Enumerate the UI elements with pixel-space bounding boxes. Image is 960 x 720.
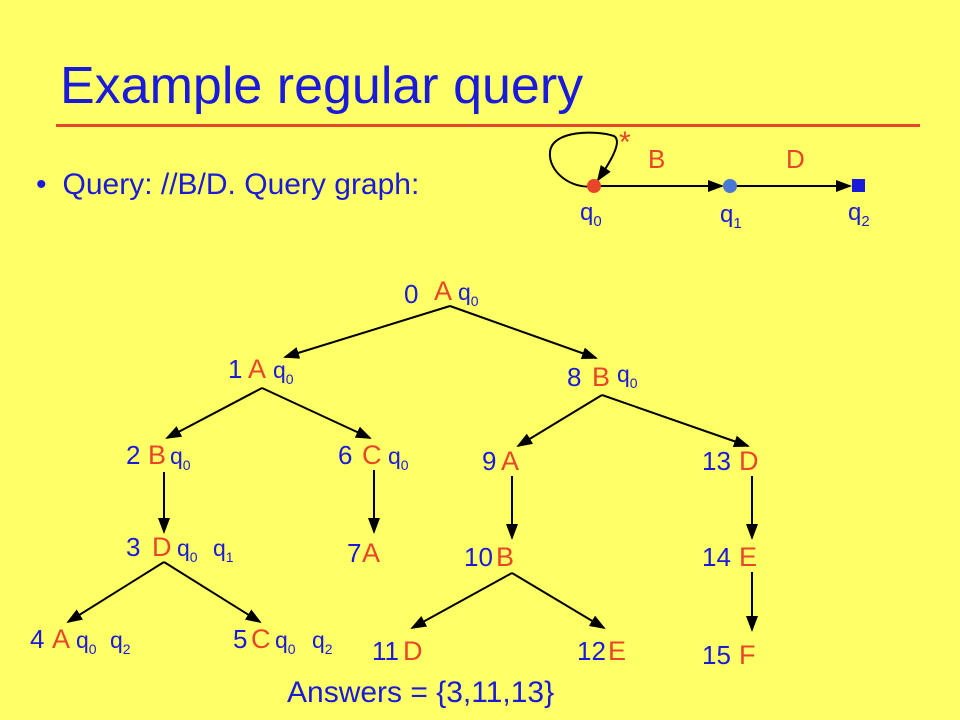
state-q0-node (587, 179, 601, 193)
edge-0-8 (449, 305, 598, 359)
edge-1-6 (261, 387, 372, 439)
edge-label-b: B (648, 144, 665, 174)
state-label: q0 (177, 535, 198, 565)
edge-0-1 (283, 305, 451, 359)
edge-1-2 (165, 387, 263, 439)
state-label: q0 (76, 627, 97, 657)
node-label: A (434, 276, 452, 306)
query-text: Query: //B/D. Query graph: (62, 168, 420, 201)
state-label: q0 (275, 627, 296, 657)
node-label: B (148, 440, 166, 470)
tree-edges (66, 305, 758, 632)
node-label: E (608, 636, 626, 666)
node-label: D (403, 636, 423, 666)
edge-3-5 (163, 561, 262, 624)
node-number: 3 (126, 532, 140, 562)
node-number: 0 (404, 279, 418, 309)
node-number: 12 (577, 636, 606, 666)
node-label: C (251, 624, 271, 654)
edge-8-9 (516, 394, 603, 448)
state-label: q0 (170, 443, 191, 473)
node-number: 2 (126, 440, 140, 470)
node-number: 8 (567, 362, 581, 392)
state-q1-label: q1 (720, 201, 742, 232)
state-q0-label: q0 (580, 199, 602, 230)
state-label: q2 (312, 627, 333, 657)
state-label: q0 (458, 279, 479, 309)
title-underline (56, 124, 920, 127)
tree-node-14: 14 E (702, 542, 757, 572)
node-number: 5 (233, 624, 247, 654)
node-label: F (739, 640, 756, 670)
loop-label: * (619, 126, 631, 159)
node-label: D (739, 446, 759, 476)
node-number: 10 (464, 542, 493, 572)
query-bullet: • Query: //B/D. Query graph: (36, 168, 419, 202)
node-label: B (592, 362, 610, 392)
node-label: D (152, 532, 172, 562)
state-q2-node (852, 179, 865, 192)
state-label: q0 (273, 357, 294, 387)
bullet-dot: • (36, 168, 47, 201)
state-q2-label: q2 (848, 199, 870, 230)
node-number: 7 (347, 538, 361, 568)
edge-8-13 (601, 394, 750, 448)
state-q1-node (723, 179, 737, 193)
node-number: 15 (702, 640, 731, 670)
loop-edge (548, 131, 618, 188)
node-label: A (362, 538, 380, 568)
node-label: E (739, 542, 757, 572)
node-number: 9 (482, 446, 496, 476)
node-number: 13 (702, 446, 731, 476)
state-label: q0 (617, 361, 638, 391)
tree-node-13: 13 D (702, 446, 759, 476)
query-graph: * B D q0 q1 q2 (548, 126, 870, 232)
node-label: A (248, 354, 266, 384)
node-number: 6 (338, 440, 352, 470)
node-label: B (496, 542, 514, 572)
edge-10-11 (410, 572, 513, 629)
state-label: q1 (213, 535, 234, 565)
answers-text: Answers = {3,11,13} (287, 676, 555, 709)
state-label: q0 (388, 443, 409, 473)
node-number: 1 (228, 354, 242, 384)
page-title: Example regular query (60, 57, 584, 115)
state-label: q2 (110, 627, 131, 657)
node-number: 14 (702, 542, 731, 572)
node-label: A (52, 624, 70, 654)
node-number: 11 (372, 636, 399, 666)
edge-10-12 (511, 572, 606, 630)
tree-node-15: 15 F (702, 640, 756, 670)
node-number: 4 (30, 624, 44, 654)
edge-3-4 (66, 561, 165, 624)
edge-label-d: D (786, 144, 805, 174)
node-label: A (501, 446, 519, 476)
node-label: C (362, 440, 382, 470)
